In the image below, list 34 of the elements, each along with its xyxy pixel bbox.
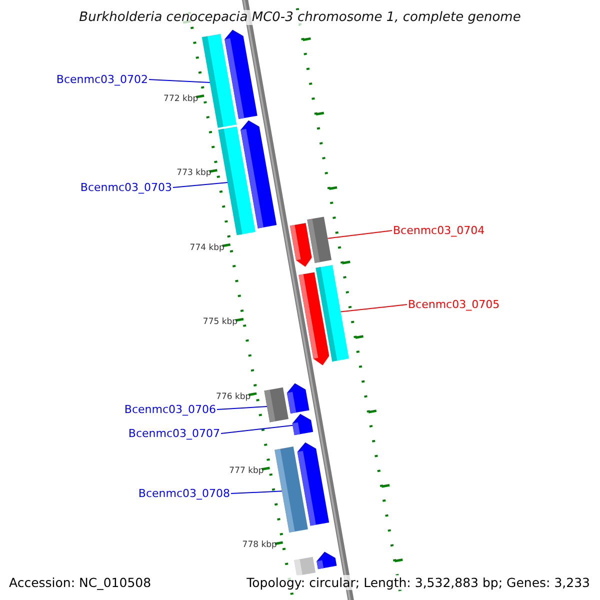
leader-line xyxy=(230,490,282,494)
leader-line xyxy=(220,424,294,434)
gene-feature xyxy=(240,120,277,228)
leader-line xyxy=(148,79,210,83)
gene-label: Bcenmc03_0705 xyxy=(408,298,500,311)
scale-label: 775 kbp xyxy=(202,317,238,328)
gene-feature xyxy=(307,216,332,263)
scale-label: 774 kbp xyxy=(190,242,224,253)
gene-feature xyxy=(292,414,314,436)
accession-text: Accession: NC_010508 xyxy=(9,575,152,590)
gene-label: Bcenmc03_0704 xyxy=(393,224,485,237)
scale-label: 777 kbp xyxy=(229,466,264,476)
gene-label: Bcenmc03_0708 xyxy=(138,487,230,500)
leader-line xyxy=(340,304,408,312)
gene-feature xyxy=(290,222,312,267)
map-title: Burkholderia cenocepacia MC0-3 chromosome 1, complete genome xyxy=(79,10,521,25)
gene-feature xyxy=(264,387,288,422)
gene-feature xyxy=(297,442,330,526)
genome-info-text: Topology: circular; Length: 3,532,883 bp; Genes: 3,233 xyxy=(246,575,590,590)
scale-label: 773 kbp xyxy=(176,168,212,178)
gene-label: Bcenmc03_0707 xyxy=(128,427,220,440)
gene-feature xyxy=(316,264,349,362)
gene-feature xyxy=(286,383,310,414)
scale-label: 778 kbp xyxy=(242,540,277,550)
gene-feature xyxy=(224,30,258,120)
leader-line xyxy=(327,230,392,239)
gene-feature xyxy=(294,556,316,576)
gene-feature xyxy=(316,552,337,570)
gene-label: Bcenmc03_0706 xyxy=(124,403,216,416)
scale-label: 776 kbp xyxy=(216,392,251,402)
gene-label: Bcenmc03_0702 xyxy=(56,73,148,86)
gene-label: Bcenmc03_0703 xyxy=(80,181,172,194)
leader-line xyxy=(172,182,228,188)
leader-line xyxy=(216,406,268,410)
